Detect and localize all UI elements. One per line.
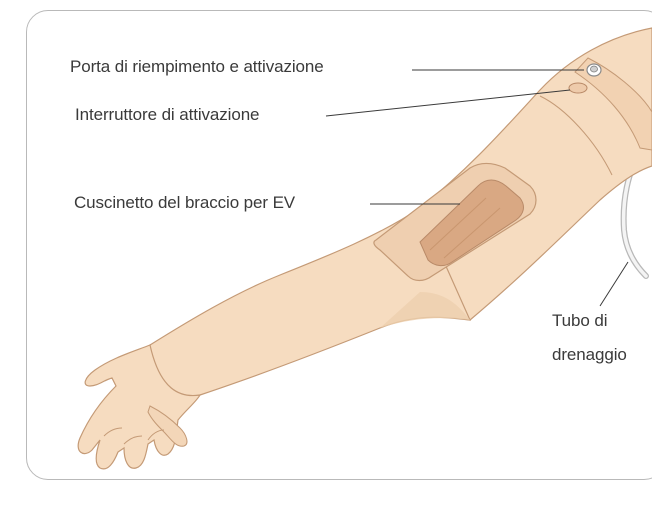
activation-switch <box>569 83 587 93</box>
label-drain-tube-line2: drenaggio <box>552 344 627 366</box>
label-fill-port: Porta di riempimento e attivazione <box>70 56 324 78</box>
fill-port <box>587 64 601 76</box>
label-iv-arm-pad: Cuscinetto del braccio per EV <box>74 192 295 214</box>
label-activation-switch: Interruttore di attivazione <box>75 104 259 126</box>
label-drain-tube-line1: Tubo di <box>552 310 607 332</box>
leader-drain-tube <box>600 262 628 306</box>
